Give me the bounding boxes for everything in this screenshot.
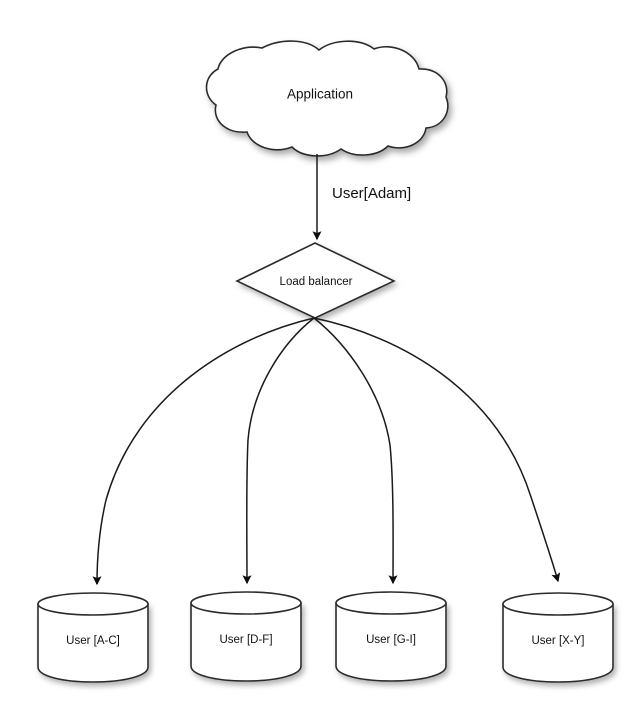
node-db-a-c[interactable]: User [A-C] [37, 592, 149, 683]
edge-app-to-lb: User[Adam] [312, 154, 411, 241]
node-application[interactable]: Application [205, 40, 449, 157]
edge-lb-to-db-a-c [92, 317, 315, 586]
node-db-d-f[interactable]: User [D-F] [190, 591, 302, 682]
node-db-a-c-label: User [A-C] [66, 635, 120, 647]
edge-lb-to-db-d-f [242, 317, 315, 585]
node-load-balancer-label: Load balancer [280, 276, 353, 288]
node-db-g-i-label: User [G-I] [366, 634, 416, 646]
node-application-label: Application [287, 87, 353, 102]
node-db-g-i[interactable]: User [G-I] [335, 591, 447, 682]
edge-lb-to-db-g-i [313, 317, 398, 585]
node-load-balancer[interactable]: Load balancer [235, 242, 396, 319]
node-db-x-y-label: User [X-Y] [531, 635, 584, 647]
node-db-d-f-label: User [D-F] [219, 634, 272, 646]
edge-group-lb-to-databases [92, 317, 561, 586]
edge-lb-to-db-x-y [313, 317, 561, 583]
node-db-x-y[interactable]: User [X-Y] [502, 592, 614, 683]
edge-app-to-lb-label: User[Adam] [332, 185, 411, 202]
